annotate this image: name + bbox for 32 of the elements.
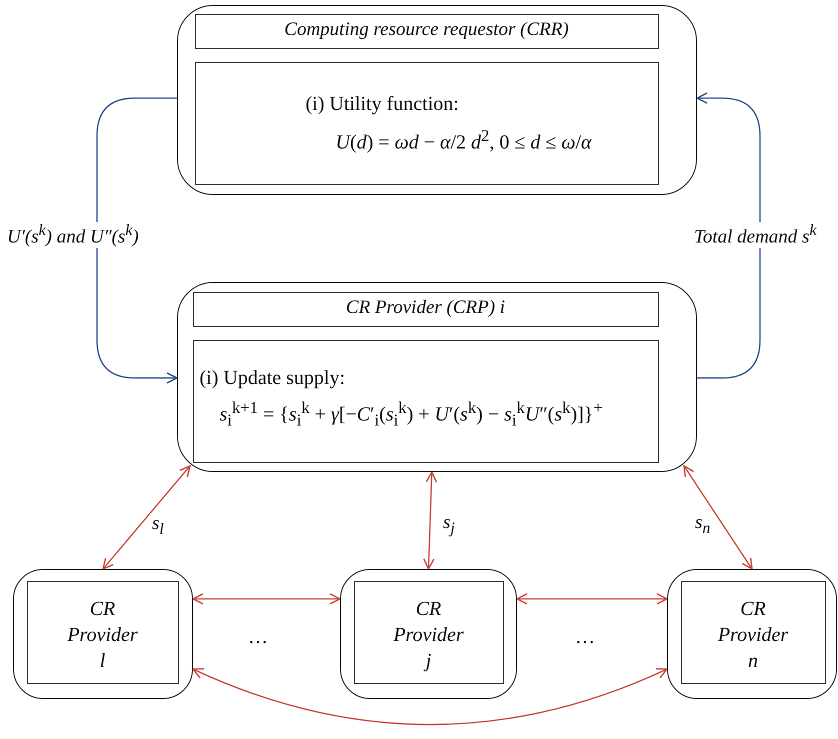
provider-name: CR Provider n (716, 596, 790, 674)
rounded-box (340, 569, 517, 699)
arrow (423, 471, 438, 570)
arrow (516, 593, 668, 605)
arrow (683, 465, 753, 570)
formula: s$_{i}$$^{k+1}$ = {s$_{i}$$^{k}$ + γ[−C′$_{i}$(s$_{i}$$^{k}$) + U′(s$^{k}$) − s$_{i}$$^{k}$U″(s$^{k}$)]}$^{+}$ (220, 398, 603, 430)
provider-box (354, 580, 504, 684)
box-title: CR Provider (CRP) i (346, 296, 506, 318)
arrow (192, 593, 341, 605)
rounded-box (667, 569, 837, 699)
ellipsis-text: … (248, 626, 268, 649)
item-heading: (i) Update supply: (200, 366, 346, 390)
provider-box (680, 580, 826, 684)
provider-box (26, 580, 178, 684)
provider-name: CR Provider l (66, 596, 139, 674)
arrow (192, 668, 668, 726)
content-box (194, 62, 658, 184)
ellipsis-text: … (575, 626, 595, 649)
arrow (696, 92, 761, 379)
arrow (96, 97, 178, 384)
rounded-box (177, 5, 697, 195)
item-heading: (i) Utility function: (306, 92, 459, 116)
rounded-box (13, 569, 193, 699)
formula: U(d) = ωd − α/2 d$^{2}$, 0 ≤ d ≤ ω/α (336, 126, 592, 154)
title-box (194, 14, 658, 48)
arrow (102, 465, 191, 570)
box-title: Computing resource requestor (CRR) (284, 18, 569, 40)
rounded-box (177, 282, 697, 472)
provider-name: CR Provider j (392, 596, 465, 674)
title-box (192, 292, 658, 326)
content-box (192, 340, 658, 462)
edge-label: Total demand s$^{k}$ (692, 222, 818, 248)
